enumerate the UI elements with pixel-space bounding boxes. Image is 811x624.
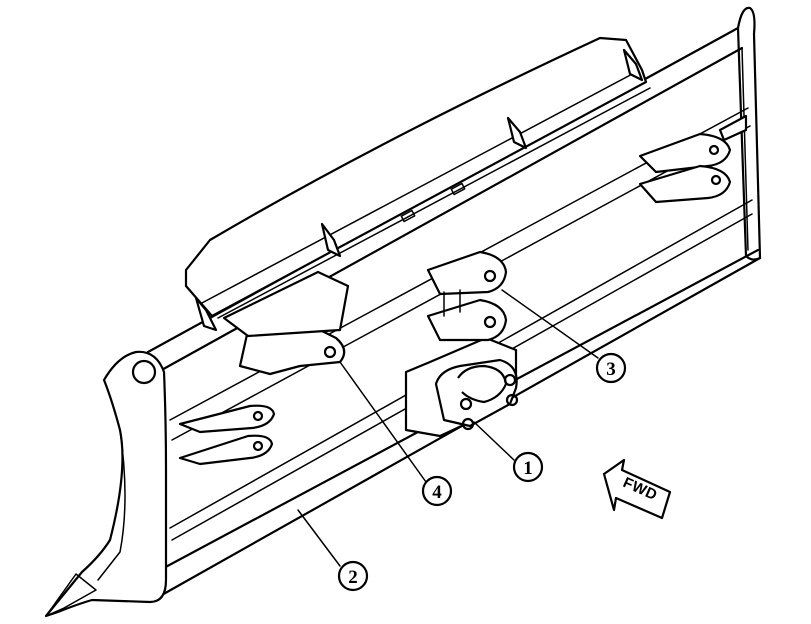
spill-guard-plate bbox=[184, 36, 648, 318]
bracket-3-upper bbox=[426, 250, 508, 296]
lug-lower-left-2 bbox=[178, 434, 274, 466]
gusset-3 bbox=[506, 116, 528, 150]
leader-2 bbox=[297, 509, 341, 567]
right-end-plate bbox=[736, 6, 762, 261]
callout-2-circle bbox=[337, 560, 369, 592]
callout-3-circle bbox=[595, 352, 627, 384]
spill-guard-slot-1 bbox=[400, 209, 416, 223]
spill-guard-fold bbox=[199, 71, 637, 305]
right-side-lugs bbox=[638, 114, 748, 204]
forward-direction-arrow: FWD bbox=[602, 458, 672, 520]
callout-1-circle bbox=[512, 451, 544, 483]
spill-guard-slot-2 bbox=[450, 182, 466, 196]
callout-2-label: 2 bbox=[348, 567, 358, 588]
fwd-arrow-shape bbox=[602, 458, 672, 520]
leader-3 bbox=[501, 289, 599, 359]
right-end-plate-inner bbox=[741, 47, 749, 251]
lug-right-2-hole bbox=[710, 174, 722, 186]
left-end-tooth bbox=[45, 573, 97, 617]
callout-3-label: 3 bbox=[606, 359, 616, 380]
socket-bolt-1 bbox=[459, 397, 473, 411]
socket-bolt-4 bbox=[505, 393, 519, 407]
left-end-bit bbox=[44, 350, 168, 618]
socket-bolt-2 bbox=[461, 417, 475, 431]
callout-1-bubble: 1 bbox=[512, 451, 544, 483]
spill-guard bbox=[184, 36, 651, 332]
lug-lower-left-2-hole bbox=[252, 440, 264, 452]
spill-guard-fold-2 bbox=[217, 87, 651, 319]
gusset-1 bbox=[194, 296, 218, 332]
callout-4-bubble: 4 bbox=[421, 475, 453, 507]
socket-bolt-3 bbox=[503, 373, 517, 387]
callout-4-circle bbox=[421, 475, 453, 507]
bracket-4-hole-b bbox=[323, 345, 337, 359]
gusset-2 bbox=[320, 222, 342, 258]
leader-4 bbox=[339, 361, 427, 483]
lug-right-upper bbox=[718, 114, 748, 142]
bracket-3-lower bbox=[426, 298, 508, 342]
leader-1 bbox=[473, 421, 515, 461]
lug-lower-left-1-hole bbox=[252, 410, 264, 422]
left-brace-bracket bbox=[222, 270, 350, 376]
bracket-3-web bbox=[443, 289, 461, 317]
blade-assembly bbox=[44, 6, 762, 618]
bracket-3-hole-lower bbox=[483, 315, 497, 329]
lug-lower-left-1 bbox=[178, 404, 276, 434]
bracket-3-hole-upper bbox=[483, 269, 497, 283]
lug-right-1 bbox=[638, 132, 732, 174]
callout-1-label: 1 bbox=[523, 458, 533, 479]
gusset-4 bbox=[622, 48, 644, 82]
left-end-pin-hole bbox=[131, 359, 157, 385]
callout-2-bubble: 2 bbox=[337, 560, 369, 592]
lug-right-2 bbox=[638, 164, 732, 204]
left-end-bit-inner bbox=[97, 429, 126, 581]
callout-4-label: 4 bbox=[432, 482, 442, 503]
lug-right-1-hole bbox=[708, 144, 720, 156]
center-right-bracket bbox=[426, 250, 508, 342]
bracket-4-rear-plate bbox=[222, 270, 350, 338]
lower-left-lugs bbox=[178, 404, 276, 466]
leader-lines bbox=[297, 289, 599, 567]
center-ball-socket bbox=[404, 336, 519, 438]
callout-3-bubble: 3 bbox=[595, 352, 627, 384]
